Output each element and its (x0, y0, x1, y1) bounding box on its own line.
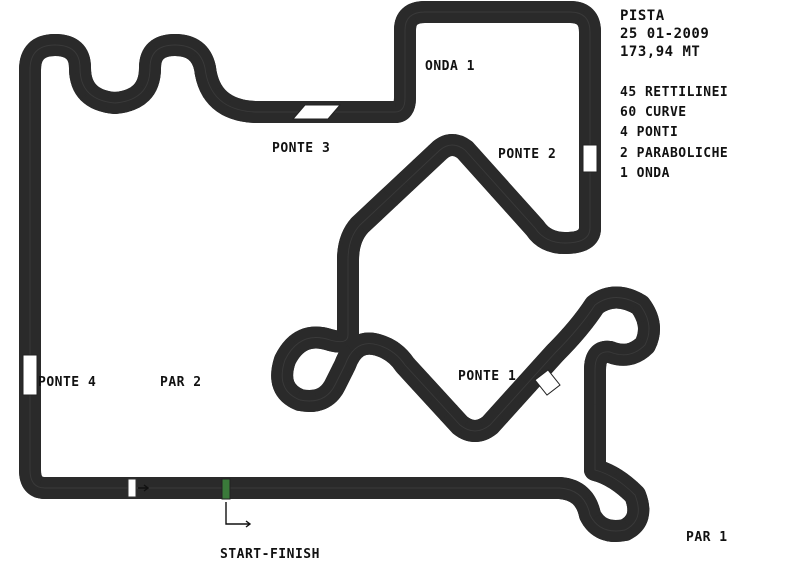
lane-line (29, 11, 650, 532)
track-lanes-overlay (30, 12, 649, 531)
info-stat: 60 CURVE (620, 105, 687, 120)
label-start-finish: START-FINISH (220, 547, 320, 562)
start-arrow-icon (138, 484, 150, 492)
bridge-markers (22, 104, 598, 396)
finish-line-box (221, 478, 231, 500)
info-length: 173,94 MT (620, 44, 700, 60)
diagram-labels: PISTA 25 01-2009 173,94 MT 45 RETTILINEI… (38, 8, 728, 562)
label-ponte-3: PONTE 3 (272, 141, 330, 156)
label-ponte-2: PONTE 2 (498, 147, 556, 162)
info-date: 25 01-2009 (620, 26, 709, 42)
start-finish-arrow-icon (225, 502, 252, 528)
start-line-marker (127, 478, 252, 528)
bridge-ponte-1-mark (534, 369, 561, 396)
info-stat: 4 PONTI (620, 125, 678, 140)
info-stat: 45 RETTILINEI (620, 85, 728, 100)
bridge-ponte-3-mark (291, 104, 342, 120)
label-par-1: PAR 1 (686, 530, 728, 545)
start-grid-box (127, 478, 137, 498)
label-ponte-1: PONTE 1 (458, 369, 516, 384)
info-title: PISTA (620, 8, 665, 24)
label-par-2: PAR 2 (160, 375, 202, 390)
bridge-ponte-4-mark (22, 354, 38, 396)
bridge-ponte-2-mark (582, 144, 598, 173)
lane-lines (29, 11, 650, 532)
label-onda-1: ONDA 1 (425, 59, 475, 74)
info-stat: 2 PARABOLICHE (620, 146, 728, 161)
label-ponte-4: PONTE 4 (38, 375, 96, 390)
info-stat: 1 ONDA (620, 166, 670, 181)
